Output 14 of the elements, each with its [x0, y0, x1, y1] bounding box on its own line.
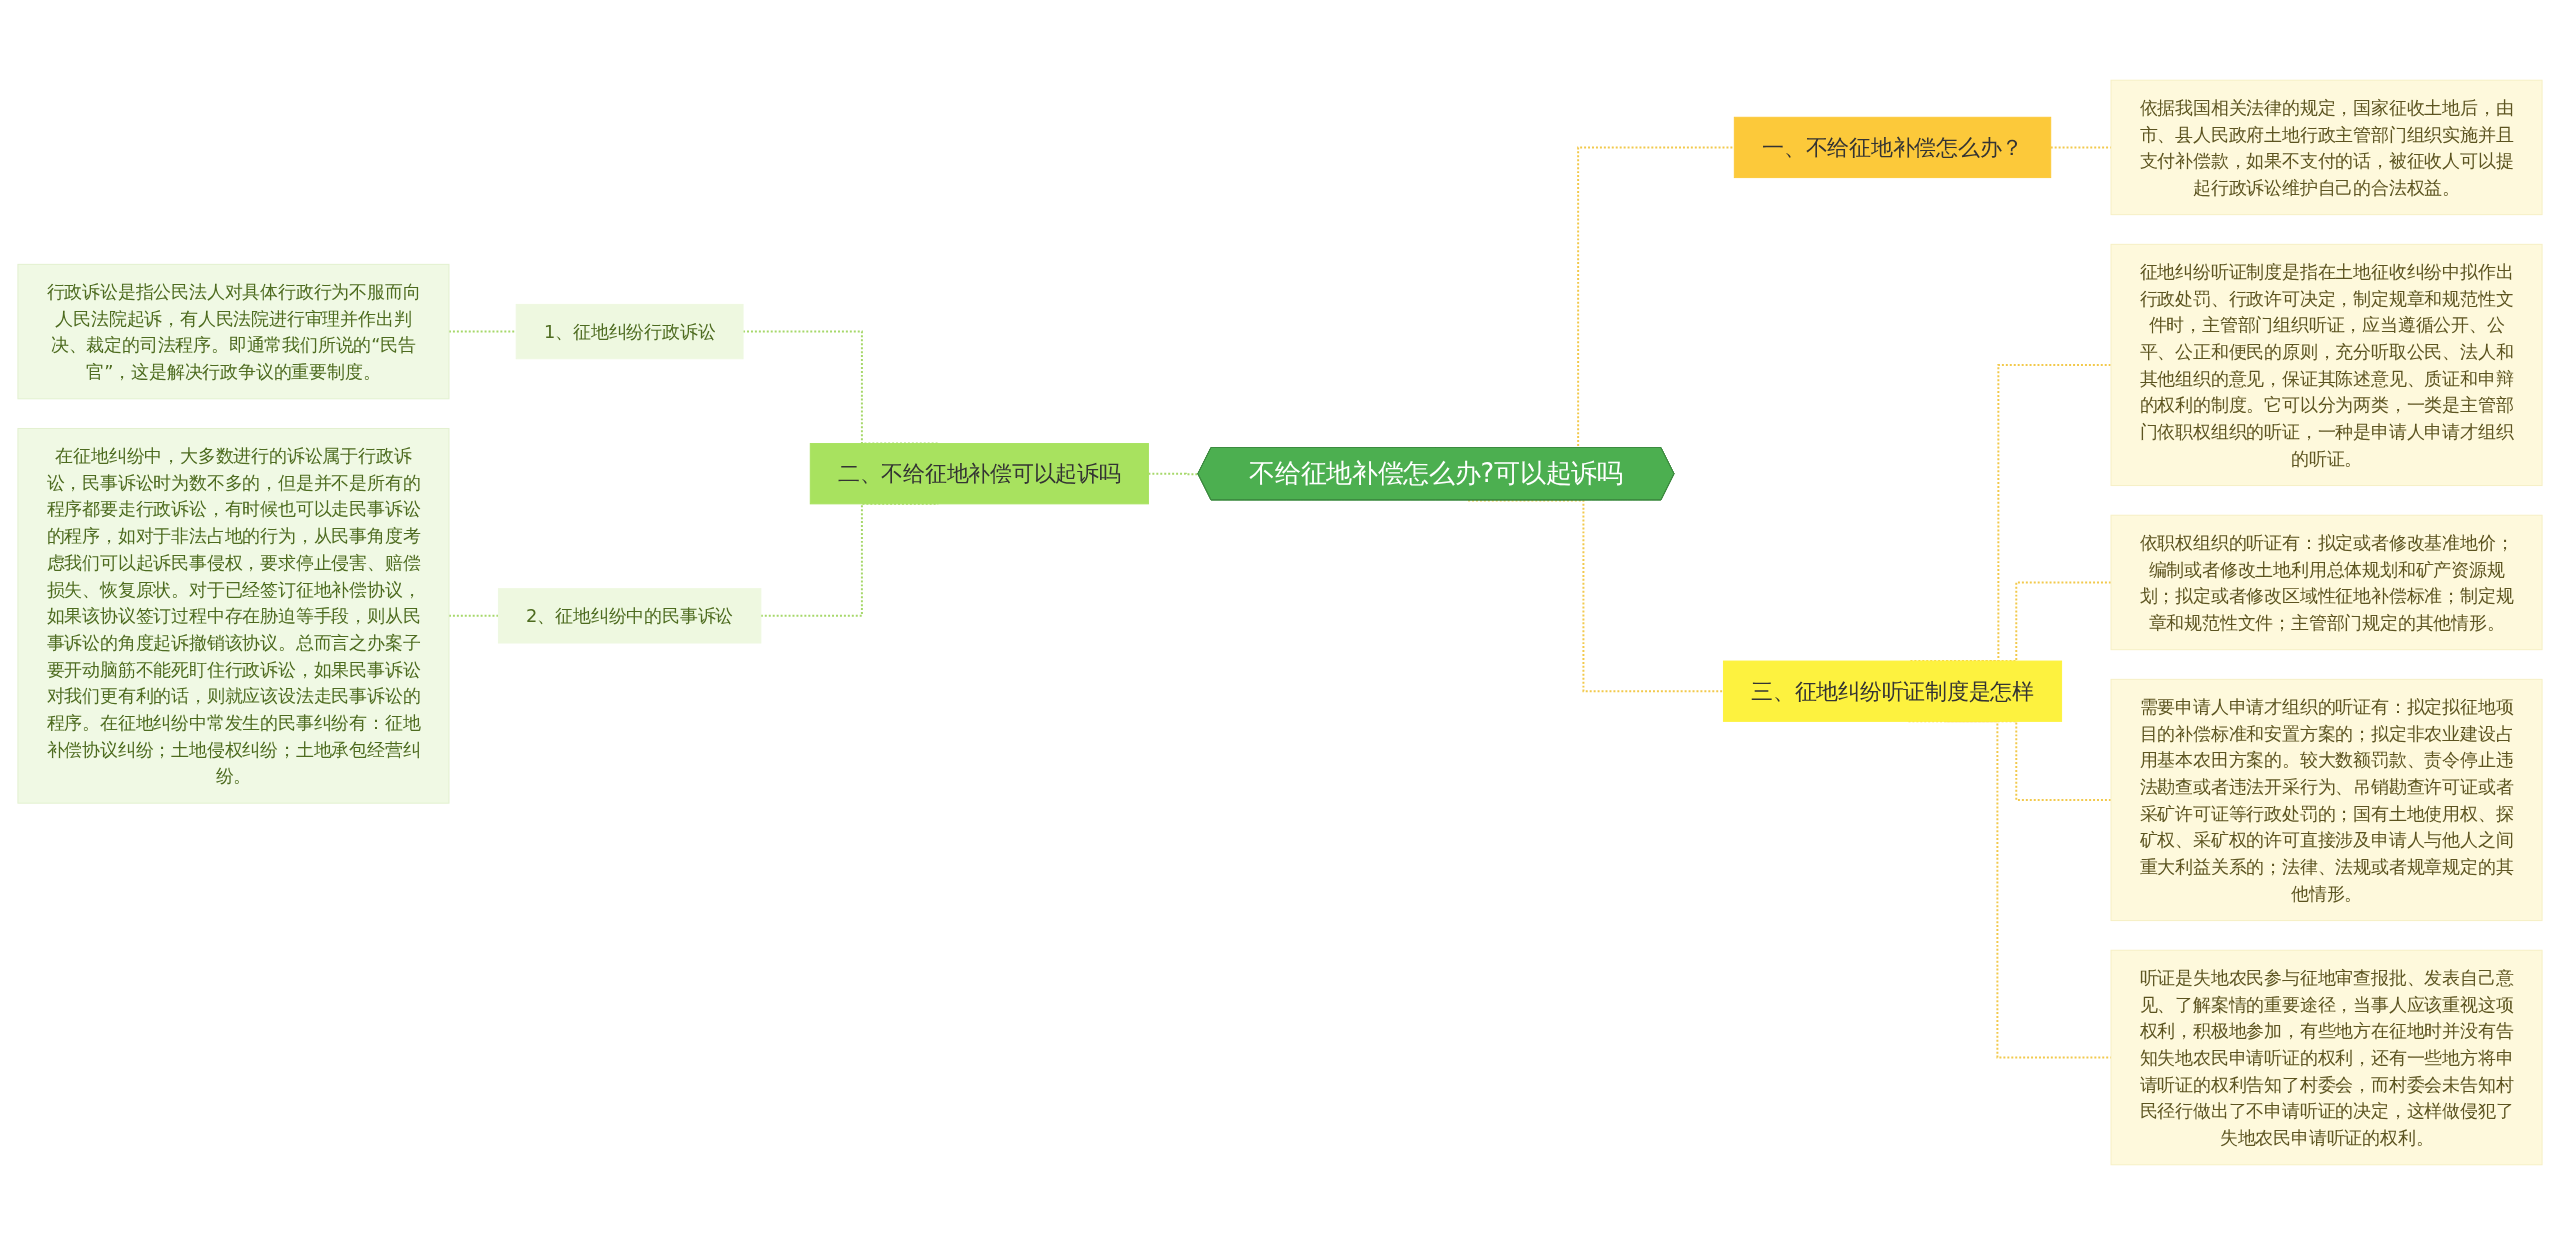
connector [448, 614, 500, 617]
node-box: 一、不给征地补偿怎么办？ [1733, 116, 2052, 179]
node-box: 2、征地纠纷中的民事诉讼 [497, 588, 762, 644]
node-box: 依据我国相关法律的规定，国家征收土地后，由市、县人民政府土地行政主管部门组织实施并且支付补偿款，如果不支付的话，被征收人可以提起行政诉讼维护自己的合法权益。 [2110, 79, 2543, 216]
node-box: 听证是失地农民参与征地审查报批、发表自己意见、了解案情的重要途径，当事人应该重视这项权利，积极地参加，有些地方在征地时并没有告知失地农民申请听证的权利，还有一些地方将申请听证的权利告知了村委会，而村委会未告知村民径行做出了不申请听证的决定，这样做侵犯了失地农民申请听证的权利。 [2110, 949, 2543, 1166]
node-box: 行政诉讼是指公民法人对具体行政行为不服而向人民法院起诉，有人民法院进行审理并作出判决、裁定的司法程序。即通常我们所说的“民告官”，这是解决行政争议的重要制度。 [17, 263, 450, 400]
connector [1147, 472, 1200, 476]
node-box: 二、不给征地补偿可以起诉吗 [809, 443, 1149, 505]
node-box: 1、征地纠纷行政诉讼 [515, 303, 744, 360]
node-box: 依职权组织的听证有：拟定或者修改基准地价；编制或者修改土地利用总体规划和矿产资源规划；拟定或者修改区域性征地补偿标准；制定规章和规范性文件；主管部门规定的其他情形。 [2110, 514, 2543, 651]
node-box: 在征地纠纷中，大多数进行的诉讼属于行政诉讼，民事诉讼时为数不多的，但是并不是所有的程序都要走行政诉讼，有时候也可以走民事诉讼的程序，如对于非法占地的行为，从民事角度考虑我们可以起诉民事侵权，要求停止侵害、赔偿损失、恢复原状。对于已经签订征地补偿协议，如果该协议签订过程中存在胁迫等手段，则从民事诉讼的角度起诉撤销该协议。总而言之办案子要开动脑筋不能死盯住行政诉讼，如果民事诉讼对我们更有利的话，则就应该设法走民事诉讼的程序。在征地纠纷中常发生的民事纠纷有：征地补偿协议纠纷；土地侵权纠纷；土地承包经营纠纷。 [17, 427, 450, 804]
node-box: 征地纠纷听证制度是指在土地征收纠纷中拟作出行政处罚、行政许可决定，制定规章和规范性文件时，主管部门组织听证，应当遵循公开、公平、公正和便民的原则，充分听取公民、法人和其他组织的意见，保证其陈述意见、质证和申辩的权利的制度。它可以分为两类，一类是主管部门依职权组织的听证，一种是申请人申请才组织的听证。 [2110, 243, 2543, 487]
node-box: 三、征地纠纷听证制度是怎样 [1722, 660, 2063, 722]
node-box: 需要申请人申请才组织的听证有：拟定拟征地项目的补偿标准和安置方案的；拟定非农业建设占用基本农田方案的。较大数额罚款、责令停止违法勘查或者违法开采行为、吊销勘查许可证或者采矿许可证等行政处罚的；国有土地使用权、探矿权、采矿权的许可直接涉及申请人与他人之间重大利益关系的；法律、法规或者规章规定的其他情形。 [2110, 678, 2543, 922]
